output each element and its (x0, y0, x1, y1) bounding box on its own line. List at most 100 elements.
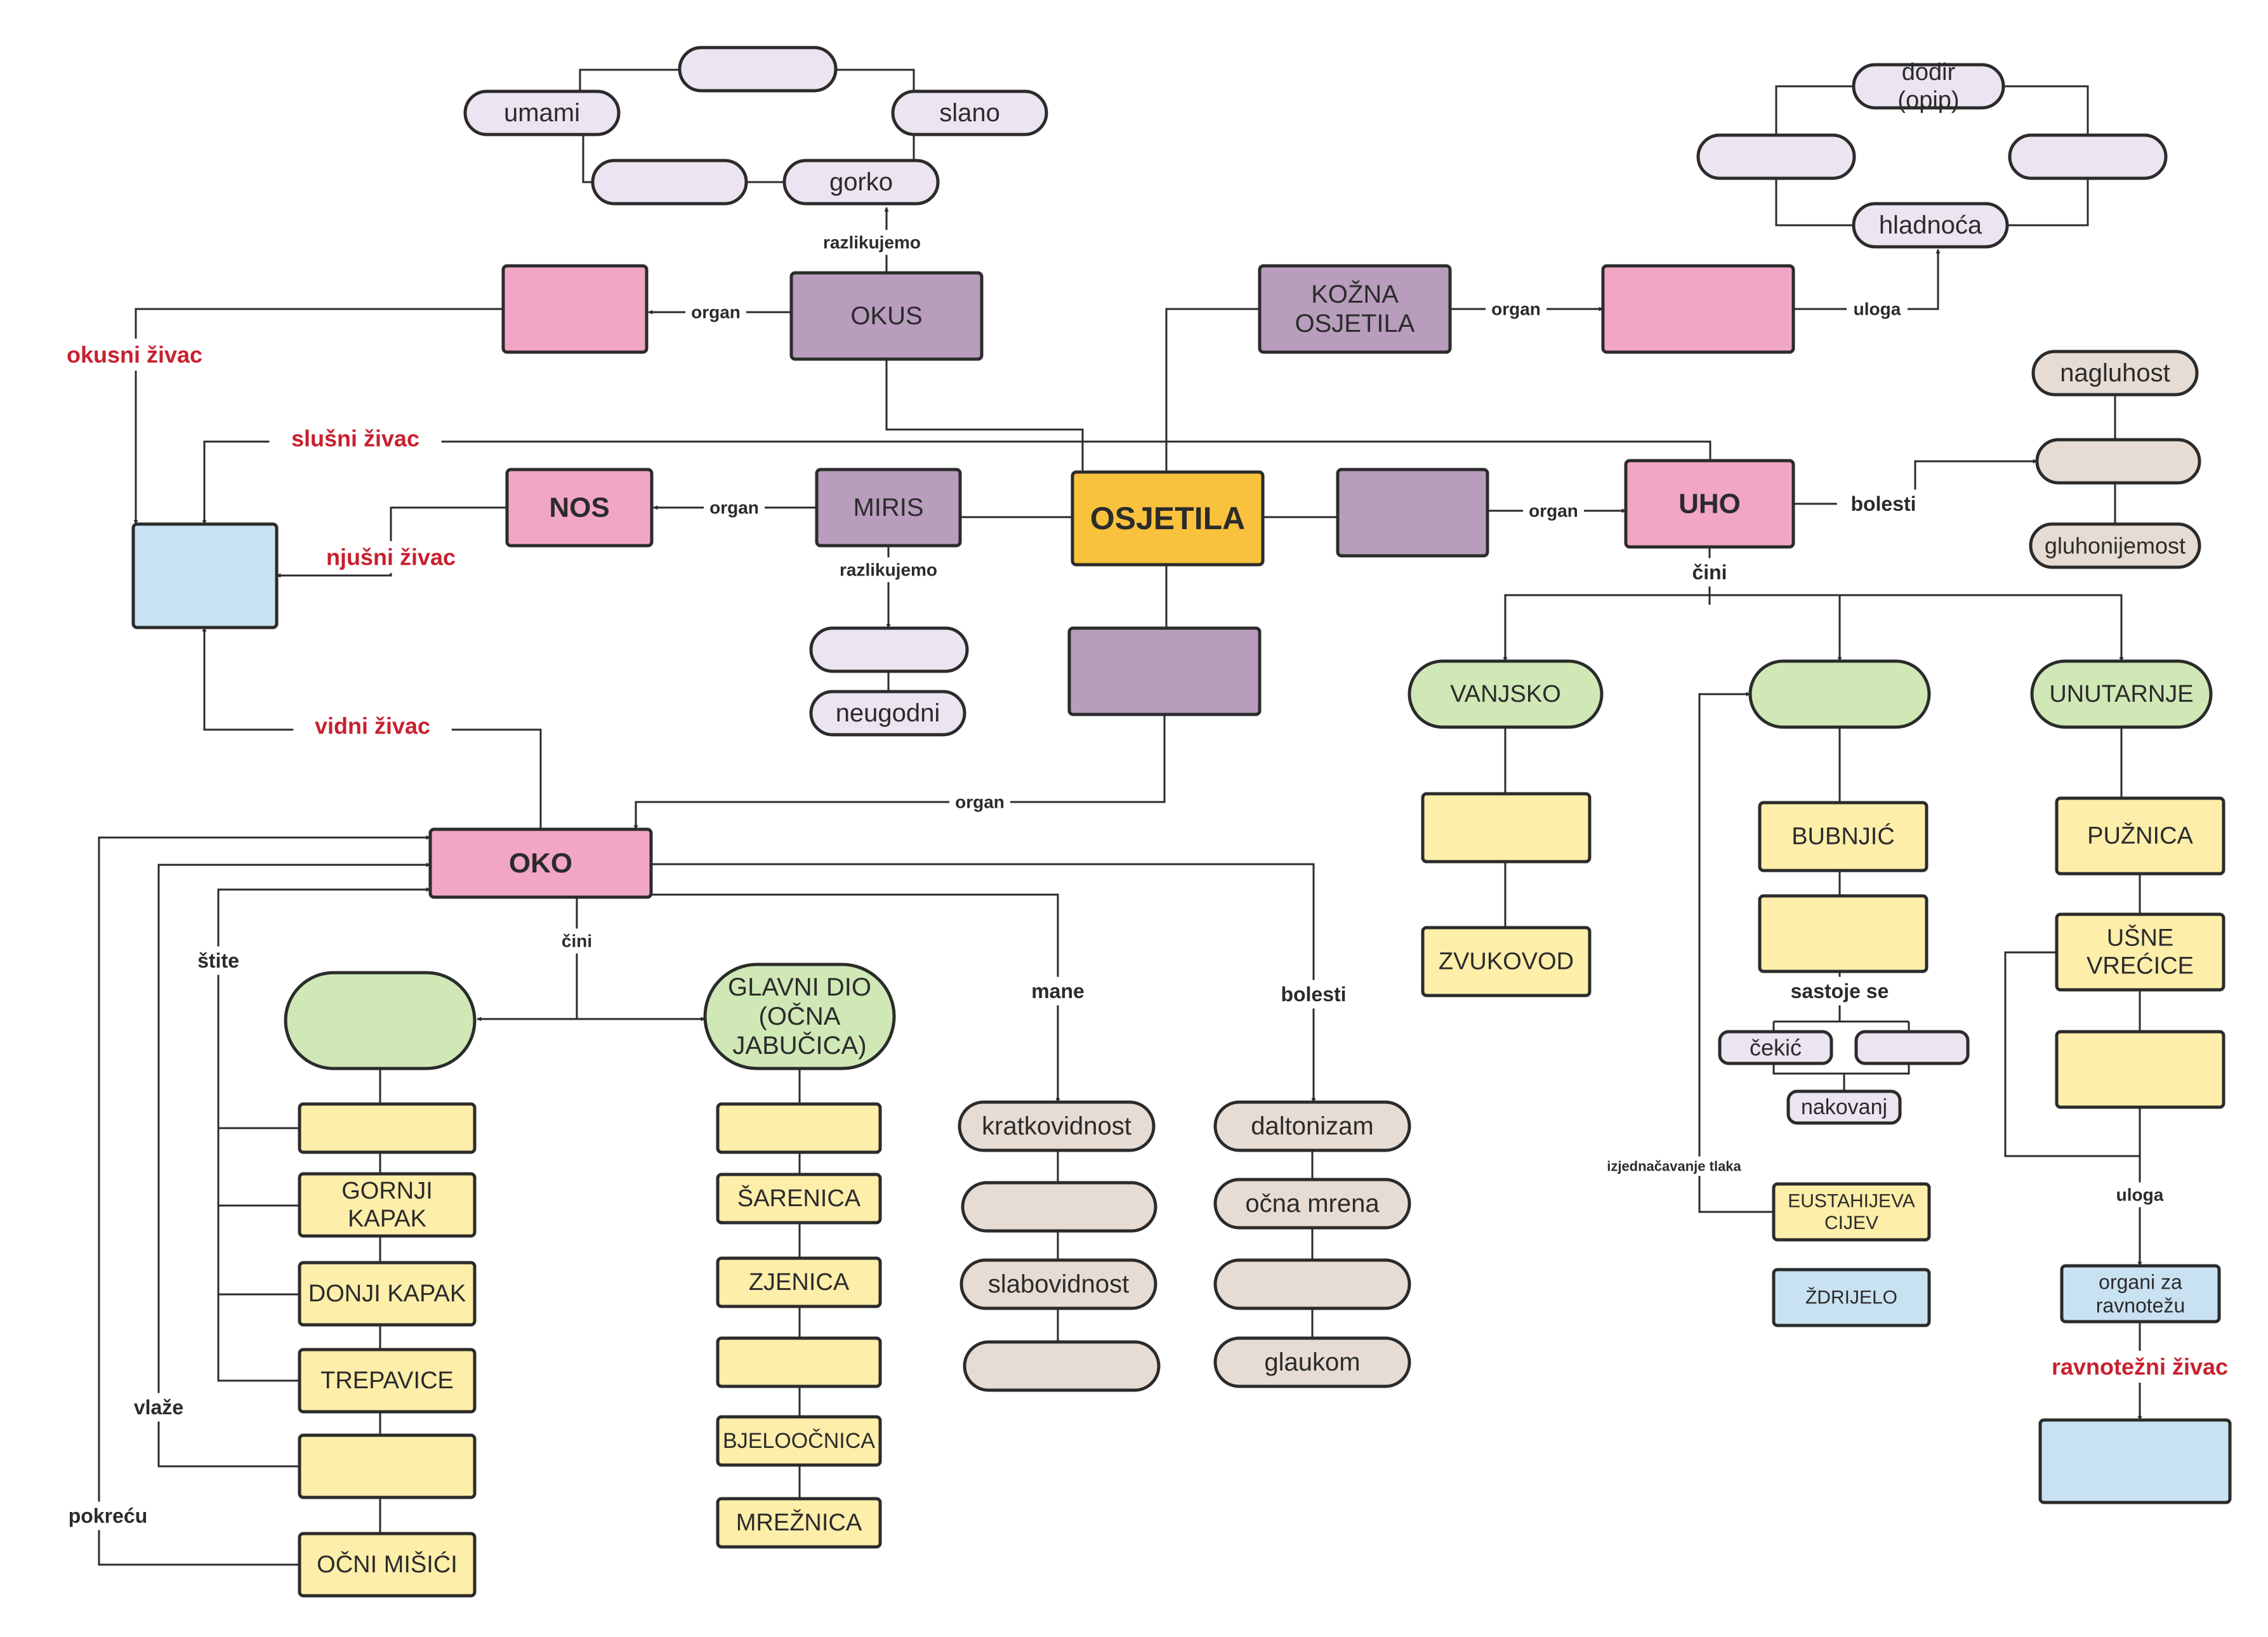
node-shape (1213, 1100, 1411, 1152)
node-nagluhost[interactable]: nagluhost (2031, 350, 2199, 397)
edge-label-bg (826, 557, 951, 582)
node-aux-blank1[interactable] (298, 1102, 477, 1154)
connector-line (202, 440, 1711, 525)
node-osjetila[interactable]: OSJETILA (1071, 470, 1265, 567)
node-taste-top[interactable] (678, 46, 838, 93)
node-srednje[interactable] (1748, 659, 1931, 729)
node-ocna-mrena[interactable]: očna mrena (1213, 1178, 1411, 1230)
node-label: PUŽNICA (2087, 822, 2193, 850)
node-zvukovod[interactable]: ZVUKOVOD (1421, 926, 1592, 997)
node-shape (1758, 801, 1928, 872)
node-shape (1758, 894, 1928, 973)
edge-label-organ: organ (1529, 501, 1578, 521)
node-slabovidnost[interactable]: slabovidnost (959, 1258, 1157, 1310)
connector-line (2003, 85, 2089, 135)
edge-label-bg (1029, 976, 1086, 1006)
node-skin-right[interactable] (2008, 133, 2168, 180)
node-balance-target[interactable] (2038, 1418, 2232, 1504)
node-bone-blank[interactable] (1854, 1030, 1970, 1065)
connector-line (1165, 308, 1260, 472)
node-sluh[interactable] (1336, 468, 1489, 558)
node-dodir[interactable]: dodir(opip) (1852, 59, 2005, 114)
node-kratkovidnost[interactable]: kratkovidnost (958, 1100, 1156, 1152)
node-koza-organ[interactable] (1601, 264, 1795, 354)
edge-label-bg (124, 1393, 193, 1422)
node-okus[interactable]: OKUS (789, 271, 984, 361)
node-bjeloocnica[interactable]: BJELOOČNICA (716, 1415, 882, 1467)
node-shape (1854, 1030, 1970, 1065)
node-main-blank2[interactable] (716, 1336, 882, 1388)
node-shape (1071, 470, 1265, 567)
node-label: OČNI MIŠIĆI (317, 1550, 458, 1578)
node-label: hladnoća (1879, 211, 1982, 239)
node-oko[interactable]: OKO (428, 827, 653, 899)
node-zdrijelo[interactable]: ŽDRIJELO (1772, 1268, 1931, 1327)
node-nos[interactable]: NOS (505, 468, 654, 548)
node-inner-blank[interactable] (2055, 1030, 2225, 1109)
node-shape (1601, 264, 1795, 354)
node-mane-blank2[interactable] (963, 1340, 1161, 1392)
node-shape (1421, 926, 1592, 997)
node-cekic[interactable]: čekić (1718, 1030, 1833, 1065)
node-vanjsko[interactable]: VANJSKO (1408, 659, 1604, 729)
node-shape (815, 468, 962, 548)
node-koscice[interactable] (1758, 894, 1928, 973)
node-smell-blank[interactable] (809, 626, 969, 673)
edge-label-bg (1586, 1156, 1762, 1176)
node-bubnjic[interactable]: BUBNJIĆ (1758, 801, 1928, 872)
node-vid[interactable] (1067, 626, 1262, 716)
connector-line (633, 714, 1166, 830)
node-label: DONJI KAPAK (308, 1280, 466, 1307)
node-outer-blank[interactable] (1421, 792, 1592, 864)
node-glaukom[interactable]: glaukom (1213, 1336, 1411, 1388)
node-mozak[interactable] (131, 522, 279, 629)
node-donji-kapak[interactable]: DONJI KAPAK (298, 1261, 477, 1327)
edge-label-uloga: uloga (1854, 299, 1901, 319)
node-okus-organ[interactable] (501, 264, 649, 354)
node-aux-blank2[interactable] (298, 1433, 477, 1499)
edge-label-cini: čini (1692, 561, 1727, 584)
edge-label-bg (704, 495, 765, 520)
node-shape (1408, 659, 1604, 729)
node-nakovanj[interactable]: nakovanj (1786, 1089, 1902, 1125)
node-daltonizam[interactable]: daltonizam (1213, 1100, 1411, 1152)
node-ocni-misici[interactable]: OČNI MIŠIĆI (298, 1532, 477, 1598)
node-umami[interactable]: umami (463, 89, 621, 136)
node-trepavice[interactable]: TREPAVICE (298, 1348, 477, 1414)
node-mreznica[interactable]: MREŽNICA (716, 1497, 882, 1549)
node-pomocni[interactable] (284, 971, 477, 1070)
edge-label-bg (1681, 558, 1738, 587)
node-shape (1213, 1258, 1411, 1310)
node-taste-blank[interactable] (591, 159, 748, 206)
node-gorko[interactable]: gorko (782, 159, 940, 206)
node-bolesti-blank[interactable] (1213, 1258, 1411, 1310)
node-gluhonijemost[interactable]: gluhonijemost (2029, 522, 2201, 569)
connector-line (651, 863, 1316, 1103)
node-puznica[interactable]: PUŽNICA (2055, 796, 2225, 876)
node-shape (958, 1100, 1156, 1152)
node-label: neugodni (836, 699, 940, 727)
node-shape (789, 271, 984, 361)
node-ear-disease-blank[interactable] (2035, 438, 2201, 485)
node-skin-left[interactable] (1696, 133, 1856, 180)
node-miris[interactable]: MIRIS (815, 468, 962, 548)
node-slano[interactable]: slano (891, 89, 1048, 136)
node-mane-blank1[interactable] (961, 1181, 1157, 1233)
node-uho[interactable]: UHO (1624, 459, 1795, 549)
node-zjenica[interactable]: ZJENICA (716, 1256, 882, 1308)
node-main-blank1[interactable] (716, 1102, 882, 1154)
edge-label-mane: mane (1031, 980, 1085, 1003)
node-neugodni[interactable]: neugodni (809, 690, 966, 737)
node-sarenica[interactable]: ŠARENICA (716, 1173, 882, 1225)
node-label: očna mrena (1245, 1190, 1380, 1218)
node-shape (1772, 1182, 1931, 1242)
node-unutarnje[interactable]: UNUTARNJE (2030, 659, 2213, 729)
node-hladnoca[interactable]: hladnoća (1852, 202, 2009, 249)
